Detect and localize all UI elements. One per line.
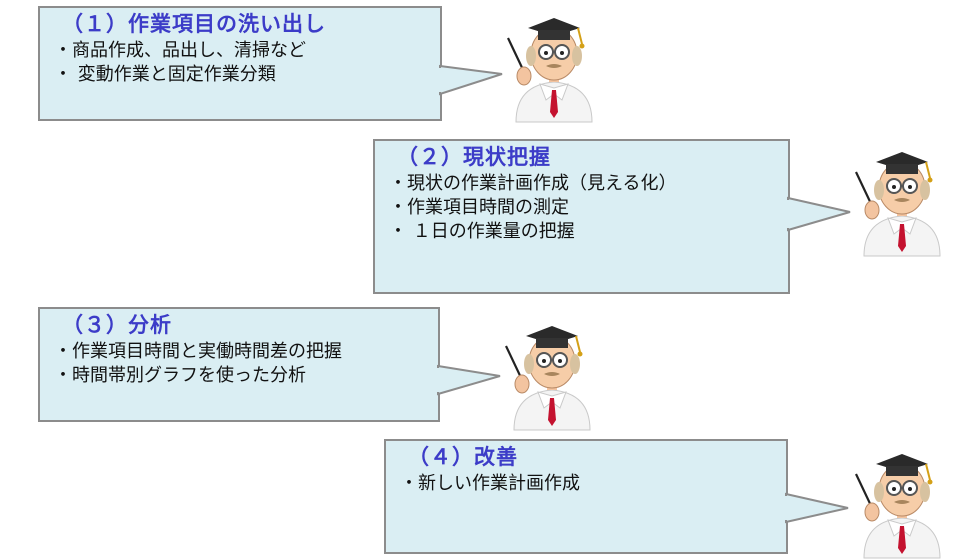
callout-step-2: （２）現状把握 ・現状の作業計画作成（見える化） ・作業項目時間の測定 ・ １日… [373,139,790,294]
professor-icon [507,18,593,123]
step-2-title: （２）現状把握 [397,145,551,169]
step-2-item-1: ・現状の作業計画作成（見える化） [389,173,677,194]
step-4-title: （４）改善 [408,445,518,469]
callout-tail-3 [436,364,501,396]
step-1-item-2: ・ 変動作業と固定作業分類 [54,64,276,85]
callout-tail-2 [786,196,851,232]
step-2-item-3: ・ １日の作業量の把握 [389,221,575,242]
step-3-item-1: ・作業項目時間と実働時間差の把握 [54,341,342,362]
step-1-item-1: ・商品作成、品出し、清掃など [54,40,306,61]
professor-icon [505,326,591,431]
professor-icon [855,454,941,559]
step-3-title: （３）分析 [62,313,172,337]
callout-step-4: （４）改善 ・新しい作業計画作成 [384,439,788,554]
step-3-item-2: ・時間帯別グラフを使った分析 [54,365,306,386]
callout-tail-4 [784,492,849,524]
step-2-item-2: ・作業項目時間の測定 [389,197,569,218]
professor-icon [855,152,941,257]
callout-step-1: （１）作業項目の洗い出し ・商品作成、品出し、清掃など ・ 変動作業と固定作業分… [38,6,442,121]
step-4-item-1: ・新しい作業計画作成 [400,473,580,494]
callout-step-3: （３）分析 ・作業項目時間と実働時間差の把握 ・時間帯別グラフを使った分析 [38,307,440,422]
step-1-title: （１）作業項目の洗い出し [62,12,326,36]
callout-tail-1 [438,64,503,96]
